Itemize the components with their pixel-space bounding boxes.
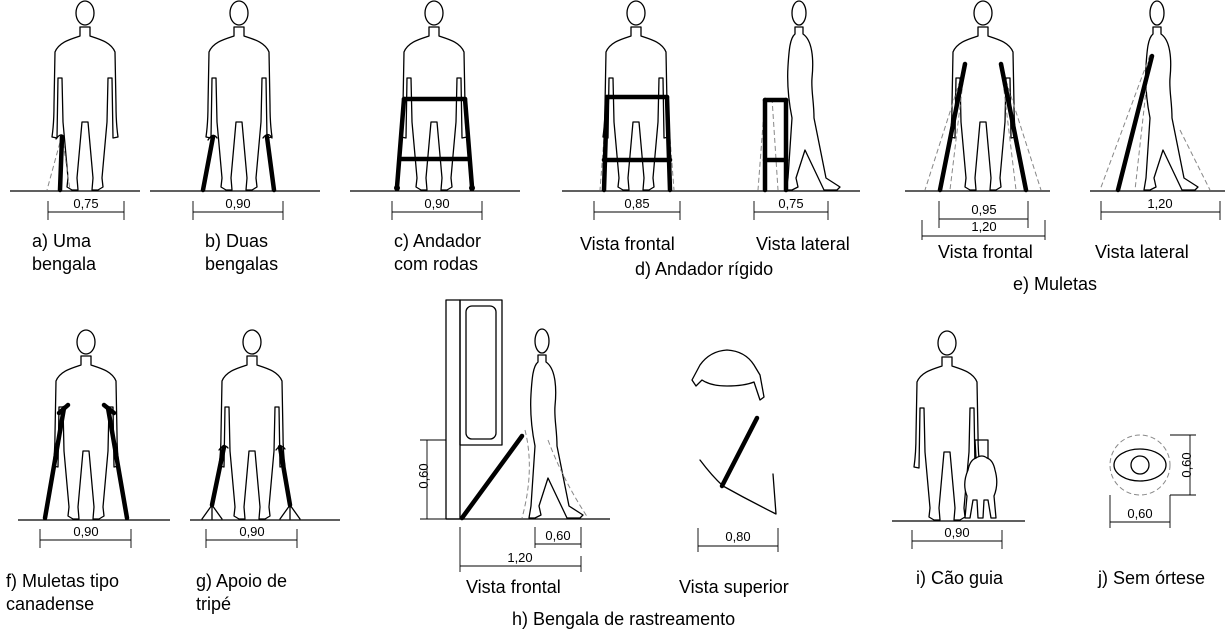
panel-e-side-label: Vista lateral bbox=[1095, 242, 1189, 262]
panel-e-side-width: 1,20 bbox=[1147, 196, 1172, 211]
panel-c-width: 0,90 bbox=[424, 196, 449, 211]
panel-e-caption: e) Muletas bbox=[1013, 274, 1097, 294]
panel-d-front-label: Vista frontal bbox=[580, 234, 675, 254]
panel-h-top-label: Vista superior bbox=[679, 577, 789, 597]
panel-e-front-width-outer: 1,20 bbox=[971, 219, 996, 234]
panel-h-sweep: 0,80 bbox=[725, 529, 750, 544]
panel-j-width: 0,60 bbox=[1127, 506, 1152, 521]
panel-g-width: 0,90 bbox=[239, 524, 264, 539]
panel-e-front-label: Vista frontal bbox=[938, 242, 1033, 262]
panel-a-width: 0,75 bbox=[73, 196, 98, 211]
panel-f-width: 0,90 bbox=[73, 524, 98, 539]
panel-h-width-outer: 1,20 bbox=[507, 550, 532, 565]
panel-h-width-inner: 0,60 bbox=[545, 528, 570, 543]
panel-c-caption-1: c) Andador bbox=[394, 231, 481, 251]
panel-d-rigid-walker: 0,85 Vista frontal 0,75 Vista lateral d)… bbox=[562, 0, 860, 279]
panel-e-front-width-inner: 0,95 bbox=[971, 202, 996, 217]
panel-d-side-width: 0,75 bbox=[778, 196, 803, 211]
panel-h-height: 0,60 bbox=[416, 463, 431, 488]
panel-j-no-orthosis: 0,60 0,60 j) Sem órtese bbox=[1097, 434, 1205, 588]
panel-b-width: 0,90 bbox=[225, 196, 250, 211]
panel-d-caption: d) Andador rígido bbox=[635, 259, 773, 279]
panel-i-guide-dog: 0,90 i) Cão guia bbox=[892, 330, 1025, 588]
panel-c-wheeled-walker: 0,90 c) Andador com rodas bbox=[350, 0, 520, 274]
panel-g-caption-2: tripé bbox=[196, 594, 231, 614]
panel-f-caption-1: f) Muletas tipo bbox=[6, 571, 119, 591]
panel-a-caption-1: a) Uma bbox=[32, 231, 92, 251]
panel-b-caption-1: b) Duas bbox=[205, 231, 268, 251]
panel-h-tracking-cane: 0,60 0,60 1,20 Vista frontal 0,80 Vista … bbox=[416, 299, 789, 629]
panel-h-caption: h) Bengala de rastreamento bbox=[512, 609, 735, 629]
panel-j-caption: j) Sem órtese bbox=[1097, 568, 1205, 588]
panel-g-tripod: 0,90 g) Apoio de tripé bbox=[190, 329, 340, 614]
panel-f-canadian-crutches: 0,90 f) Muletas tipo canadense bbox=[6, 329, 170, 614]
panel-i-width: 0,90 bbox=[944, 525, 969, 540]
panel-d-side-label: Vista lateral bbox=[756, 234, 850, 254]
panel-b-caption-2: bengalas bbox=[205, 254, 278, 274]
panel-c-caption-2: com rodas bbox=[394, 254, 478, 274]
panel-i-caption: i) Cão guia bbox=[916, 568, 1004, 588]
panel-e-crutches: 0,95 1,20 Vista frontal 1,20 Vista later… bbox=[905, 0, 1225, 294]
panel-a-caption-2: bengala bbox=[32, 254, 97, 274]
panel-b-two-canes: 0,90 b) Duas bengalas bbox=[150, 0, 320, 274]
panel-j-depth: 0,60 bbox=[1179, 452, 1194, 477]
panel-h-top-view: 0,80 Vista superior bbox=[679, 349, 789, 597]
panel-a-one-cane: 0,75 a) Uma bengala bbox=[10, 0, 140, 274]
panel-h-front-label: Vista frontal bbox=[466, 577, 561, 597]
panel-f-caption-2: canadense bbox=[6, 594, 94, 614]
panel-d-front-width: 0,85 bbox=[624, 196, 649, 211]
panel-g-caption-1: g) Apoio de bbox=[196, 571, 287, 591]
